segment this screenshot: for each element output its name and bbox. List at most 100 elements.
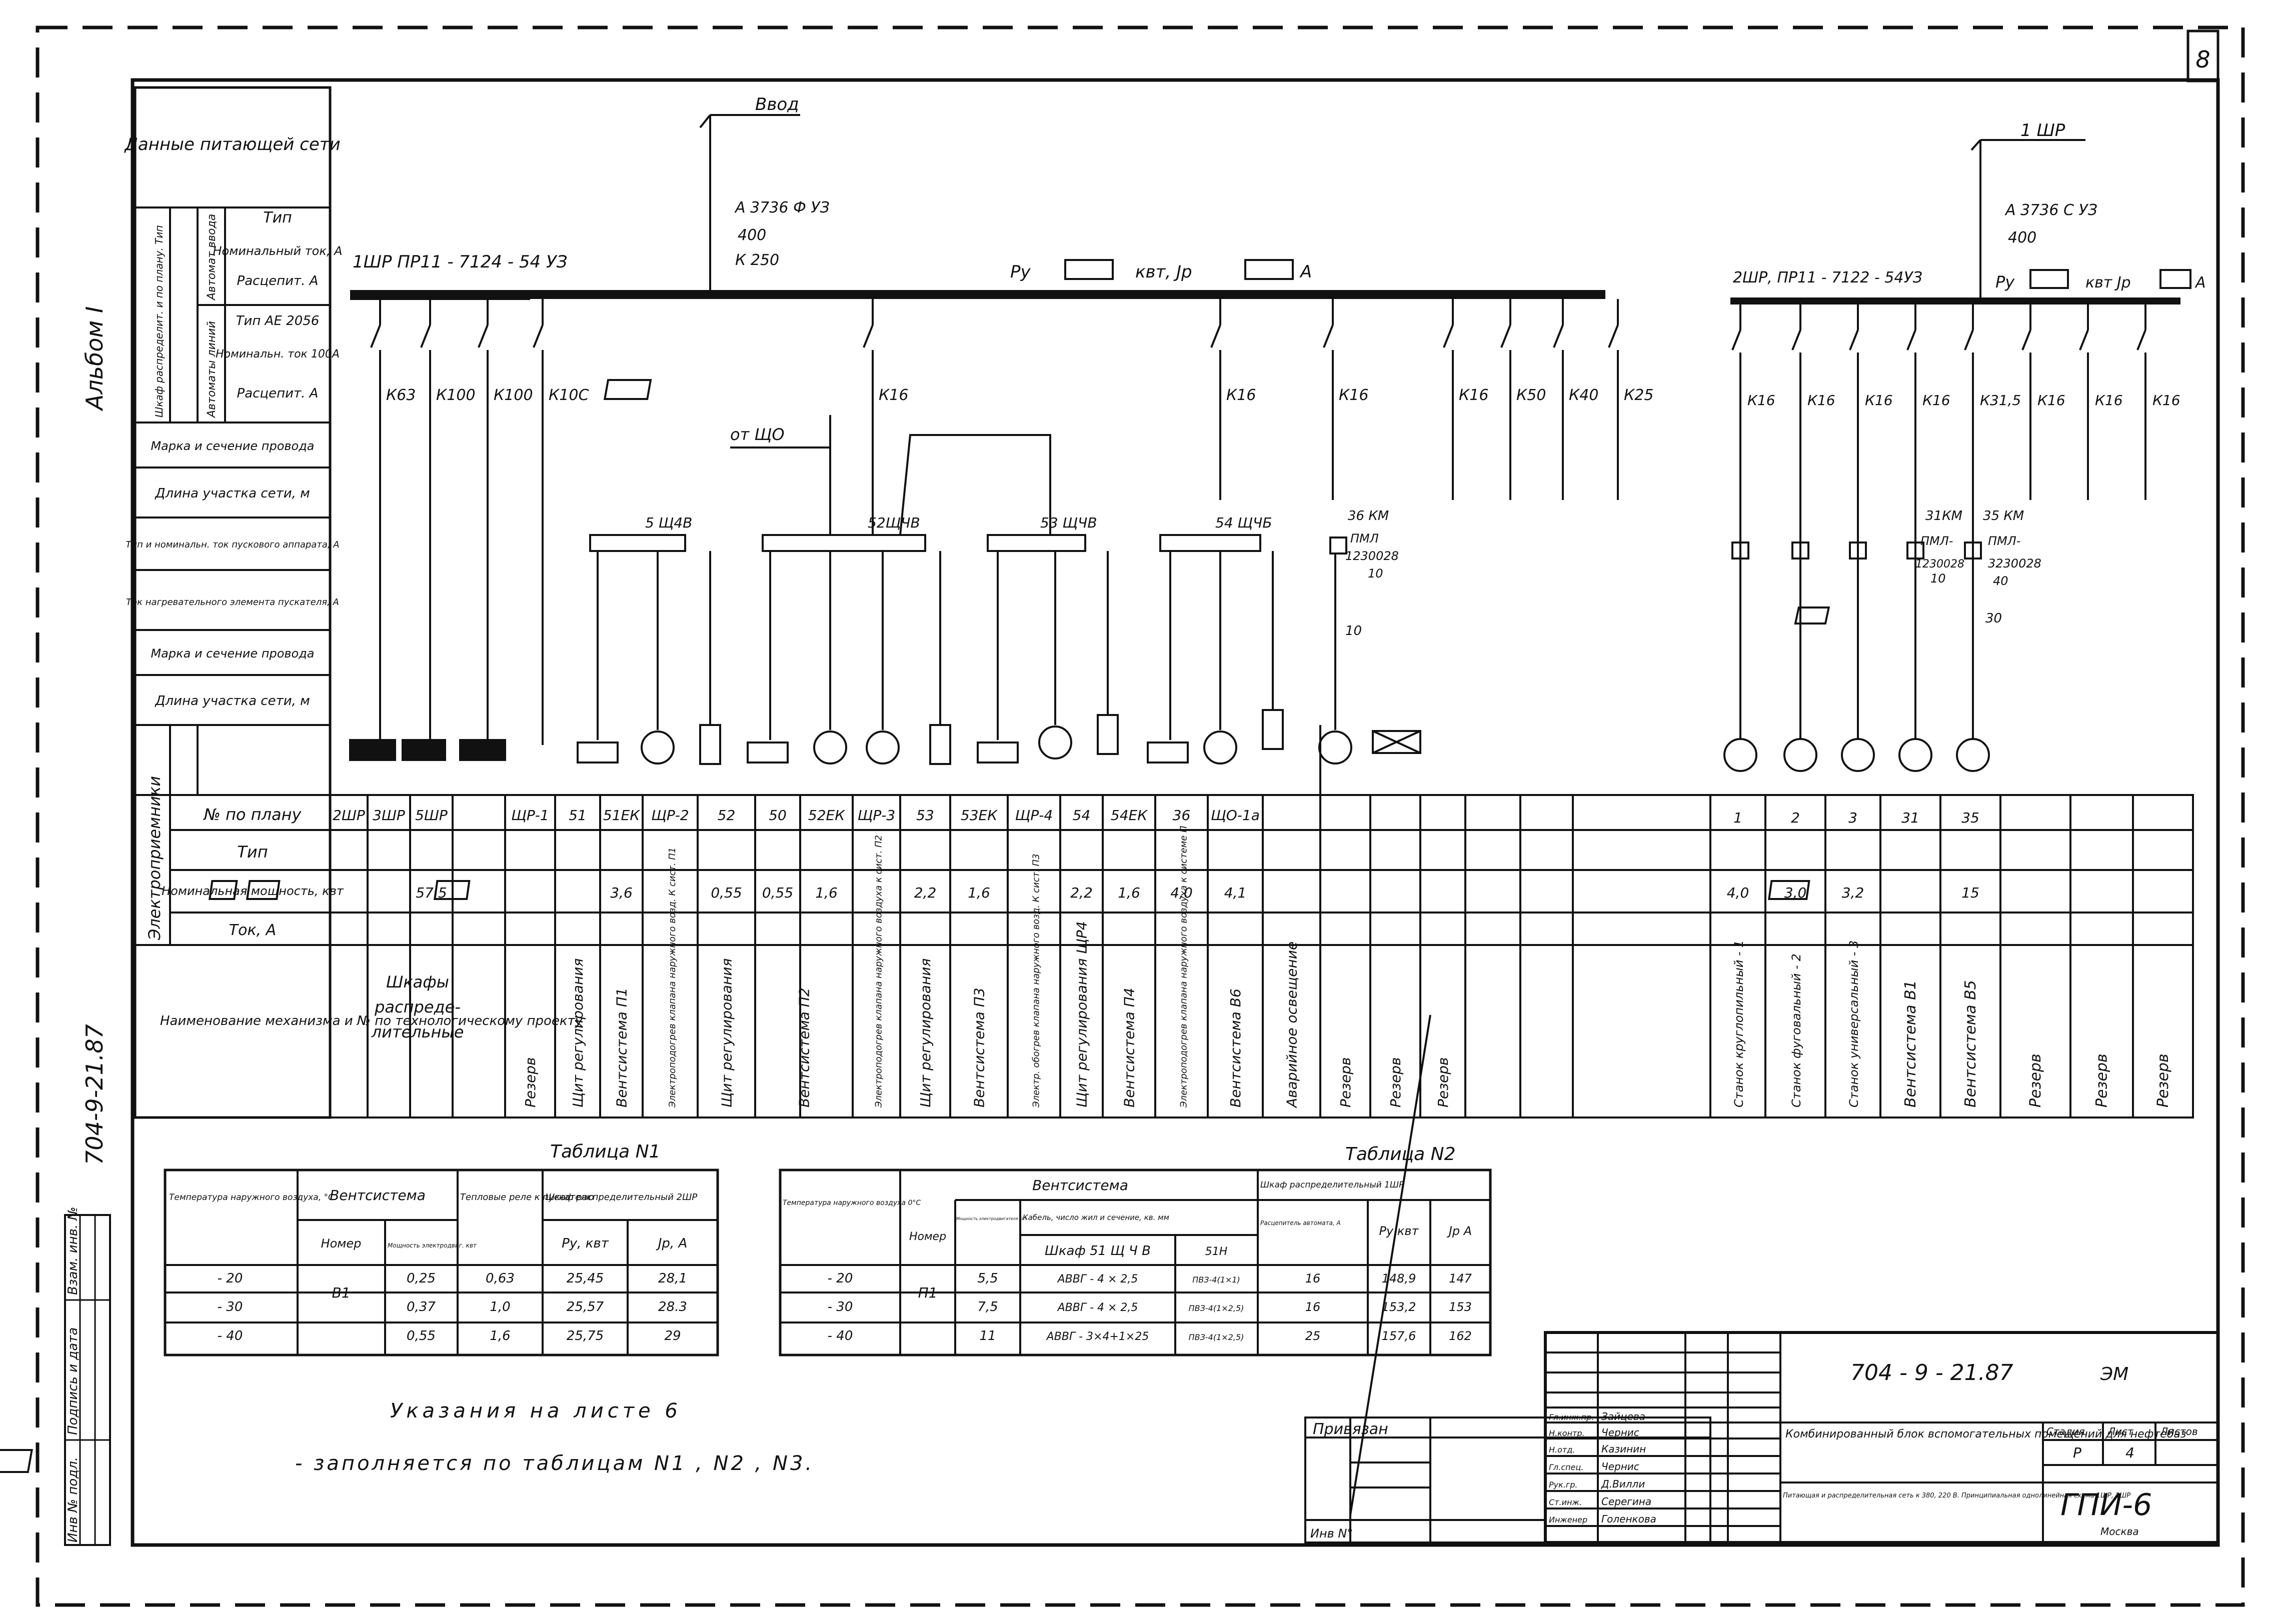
fill-box <box>246 880 281 900</box>
t1-relay: 1,0 <box>490 1300 510 1314</box>
t2-h-temp: Температура наружного воздуха 0°С <box>783 1199 921 1207</box>
t2-power: 11 <box>979 1328 996 1344</box>
t1-ru: 25,57 <box>567 1300 604 1314</box>
breaker-contact <box>478 324 489 348</box>
starter-35-d: 40 <box>1993 574 2008 588</box>
stamp-inv: Инв № подл. <box>66 1457 81 1542</box>
receiver-name-2: Резерв <box>2027 1054 2044 1108</box>
bus-2-label: 2ШР, ПР11 - 7122 - 54УЗ <box>1733 269 1922 286</box>
t1-h-cabinet: Шкаф распределительный 2ШР <box>545 1192 697 1202</box>
legend-group-lines: Автоматы линий <box>206 321 218 418</box>
legend-type-row: Тип <box>237 842 268 862</box>
receiver-name: Резерв <box>1387 1057 1404 1108</box>
starter-35-e: 30 <box>1985 611 2002 626</box>
plan-number-2: 1 <box>1733 810 1742 826</box>
legend-release-2: Расцепит. А <box>237 386 319 401</box>
motor-square <box>977 742 1019 764</box>
t1-jr: 29 <box>664 1328 681 1344</box>
t1-jr: 28.3 <box>658 1300 687 1314</box>
tb-role: Гл.инж.пр. <box>1549 1412 1594 1422</box>
t1-temp: - 40 <box>218 1328 243 1344</box>
legend-wire-2: Марка и сечение провода <box>151 646 314 660</box>
legend-nominal-100: Номинальн. ток 100А <box>216 348 340 360</box>
sheet-frame <box>36 26 2245 1607</box>
breaker-contact <box>533 324 544 348</box>
t1-h-vent: Вентсистема <box>330 1187 426 1204</box>
heater-symbol <box>1097 714 1119 755</box>
t2-release: 16 <box>1305 1272 1321 1286</box>
receiver-name: Резерв <box>522 1057 539 1108</box>
board-label: 52ЩЧВ <box>868 514 920 531</box>
input-2-rating: 400 <box>2008 229 2036 246</box>
tb-drawing-title: Питающая и распределительная сеть к 380,… <box>1783 1492 2130 1500</box>
tb-name: Казинин <box>1601 1443 1646 1455</box>
fill-box <box>209 880 238 900</box>
table-2-title: Таблица N2 <box>1345 1144 1456 1164</box>
tb-name: Серегина <box>1601 1496 1651 1508</box>
motor-circle <box>641 730 675 764</box>
motor-square <box>1147 742 1189 764</box>
starter-31-d: 10 <box>1930 572 1946 586</box>
motor-circle <box>1038 726 1072 760</box>
legend-nominal: Номинальный ток, А <box>213 244 342 258</box>
tb-role: Инженер <box>1549 1515 1587 1524</box>
legend-group-cabinet: Шкаф распределит. и по плану. Тип <box>153 225 165 418</box>
starter-31-b: ПМЛ- <box>1920 534 1953 548</box>
legend-heater: Ток нагревательного элемента пускателя, … <box>126 597 339 608</box>
tb-name: Голенкова <box>1601 1513 1656 1525</box>
receiver-name: Вентсистема В6 <box>1227 988 1244 1108</box>
plan-number: 51 <box>569 807 587 824</box>
power-value: 1,6 <box>1118 884 1140 901</box>
starter-box <box>1964 542 1982 560</box>
t2-jr: 153 <box>1449 1300 1472 1314</box>
name-cabinets-3: лительные <box>371 1022 464 1042</box>
receiver-name-2: Вентсистема В5 <box>1962 980 1979 1108</box>
receiver-name: Щит регулирования <box>570 958 586 1108</box>
cabinet-symbol <box>459 739 506 761</box>
feeder-label-2: К31,5 <box>1980 392 2021 408</box>
power-value: 0,55 <box>711 884 742 901</box>
motor-circle-2 <box>1956 738 1990 772</box>
tb-attached: Привязан <box>1313 1420 1388 1438</box>
feeder-label-2: К16 <box>1747 392 1775 408</box>
legend-name-header: Наименование механизма и № по технологич… <box>160 1014 583 1028</box>
tb-inv: Инв N° <box>1310 1526 1353 1540</box>
breaker-contact <box>1210 324 1221 348</box>
breaker-contact <box>1731 330 1741 350</box>
starter-31-c: 1230028 <box>1915 558 1964 570</box>
motor-circle <box>866 730 900 764</box>
bus-1-label: 1ШР ПР11 - 7124 - 54 УЗ <box>353 252 568 272</box>
feeder-label-2: К16 <box>1865 392 1893 408</box>
plan-number: 54 <box>1073 807 1091 824</box>
power-value-2: 4,0 <box>1727 884 1749 901</box>
tb-name: Зайцева <box>1601 1410 1645 1422</box>
t1-num: В1 <box>332 1284 350 1301</box>
starter-36-d: 10 <box>1368 566 1383 580</box>
tb-org: ГПИ-6 <box>2060 1488 2152 1522</box>
t2-h-release: Расцепитель автомата, А <box>1260 1220 1341 1226</box>
tb-stage-label: Стадия <box>2046 1426 2085 1438</box>
plan-number: 36 <box>1173 807 1191 824</box>
receiver-name-2: Станок круглопильный - 1 <box>1732 940 1746 1108</box>
legend-type: Тип <box>263 209 292 226</box>
t1-ru: 25,45 <box>567 1271 604 1286</box>
t1-temp: - 30 <box>218 1300 243 1314</box>
bus-2-kvt: квт Jр <box>2085 274 2131 292</box>
plan-number: ЩО-1а <box>1211 807 1260 824</box>
t1-power: 0,37 <box>407 1300 436 1314</box>
feeder-label: К16 <box>1459 386 1488 404</box>
starter-box <box>1731 542 1749 560</box>
breaker-contact <box>1553 324 1564 348</box>
tb-sheets-label: Листов <box>2160 1426 2198 1438</box>
cabinet-symbol <box>402 739 446 761</box>
t2-jr: 147 <box>1449 1272 1472 1286</box>
legend-length-1: Длина участка сети, м <box>155 486 310 501</box>
t2-num: П1 <box>918 1284 938 1301</box>
fill-note: - заполняется по таблицам N1 , N2 , N3. <box>295 1452 814 1475</box>
feeder-label: К25 <box>1624 386 1653 404</box>
feeder-label-2: К16 <box>2095 392 2123 408</box>
